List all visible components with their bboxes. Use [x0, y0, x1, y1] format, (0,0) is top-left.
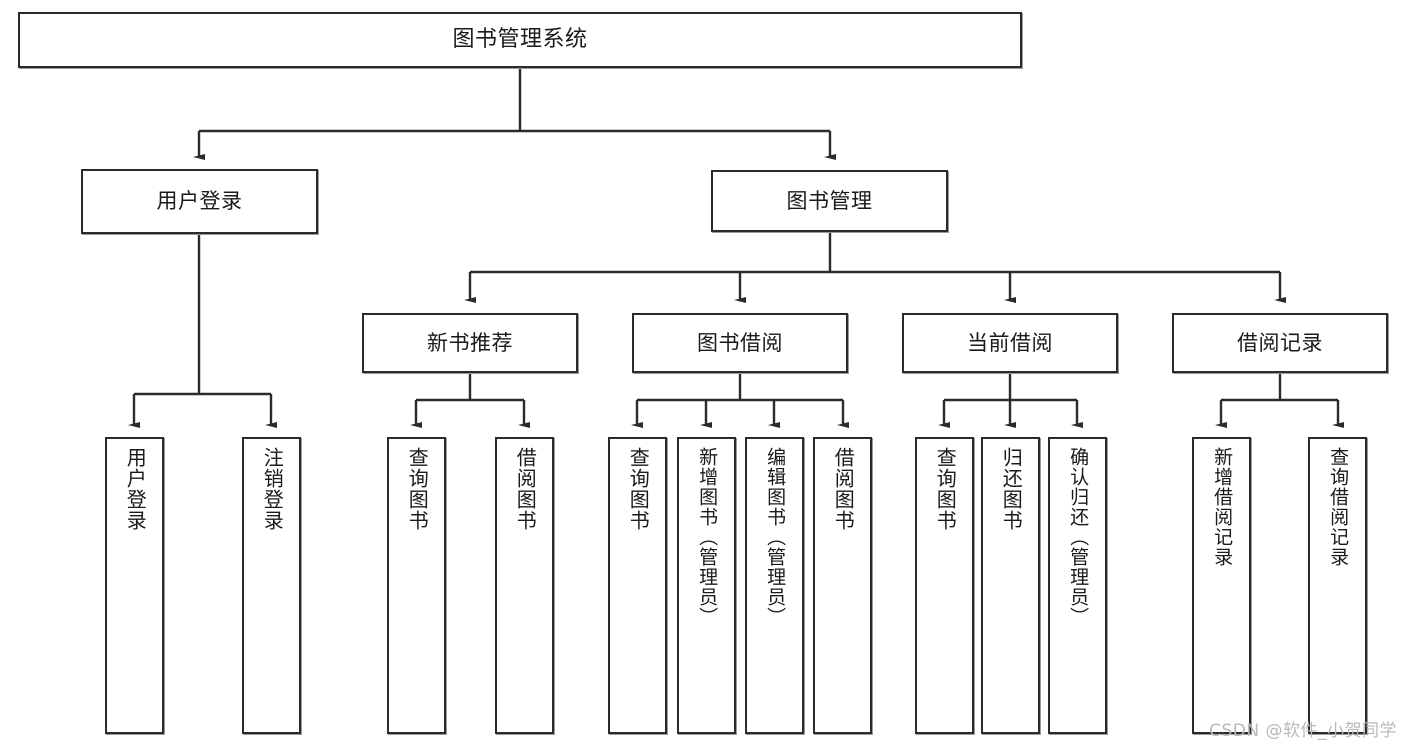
- node-label: 借阅图书: [831, 447, 856, 531]
- leaf-query-book-current[interactable]: 查询图书: [915, 437, 974, 734]
- node-label: 图书管理: [786, 188, 873, 213]
- node-label: 查询图书: [405, 447, 430, 531]
- leaf-borrow-book-borrowing[interactable]: 借阅图书: [813, 437, 872, 734]
- node-label: 借阅记录: [1237, 330, 1323, 355]
- node-label: 确认归还（管理员）: [1067, 447, 1090, 627]
- leaf-query-borrow-record[interactable]: 查询借阅记录: [1308, 437, 1367, 734]
- node-label: 用户登录: [123, 447, 148, 531]
- node-new-book-recommendation[interactable]: 新书推荐: [362, 313, 578, 373]
- node-label: 新书推荐: [427, 330, 513, 355]
- node-label: 查询借阅记录: [1327, 447, 1350, 567]
- node-label: 注销登录: [260, 447, 285, 531]
- node-book-management[interactable]: 图书管理: [711, 170, 948, 232]
- node-root-book-management-system[interactable]: 图书管理系统: [18, 12, 1022, 68]
- node-current-borrowing[interactable]: 当前借阅: [902, 313, 1118, 373]
- node-label: 查询图书: [626, 447, 651, 531]
- leaf-borrow-book-recommendation[interactable]: 借阅图书: [495, 437, 554, 734]
- leaf-query-book-recommendation[interactable]: 查询图书: [387, 437, 446, 734]
- node-label: 归还图书: [999, 447, 1024, 531]
- node-label: 查询图书: [933, 447, 958, 531]
- node-user-login[interactable]: 用户登录: [81, 169, 318, 234]
- leaf-user-login[interactable]: 用户登录: [105, 437, 164, 734]
- leaf-return-book[interactable]: 归还图书: [981, 437, 1040, 734]
- node-label: 图书管理系统: [452, 27, 588, 53]
- leaf-confirm-return-admin[interactable]: 确认归还（管理员）: [1048, 437, 1107, 734]
- node-book-borrowing[interactable]: 图书借阅: [632, 313, 848, 373]
- leaf-add-borrow-record[interactable]: 新增借阅记录: [1192, 437, 1251, 734]
- leaf-query-book-borrowing[interactable]: 查询图书: [608, 437, 667, 734]
- node-borrow-records[interactable]: 借阅记录: [1172, 313, 1388, 373]
- node-label: 图书借阅: [697, 330, 783, 355]
- node-label: 新增图书（管理员）: [696, 447, 719, 627]
- leaf-edit-book-admin[interactable]: 编辑图书（管理员）: [745, 437, 804, 734]
- node-label: 当前借阅: [967, 330, 1053, 355]
- leaf-add-book-admin[interactable]: 新增图书（管理员）: [677, 437, 736, 734]
- node-label: 用户登录: [156, 189, 243, 214]
- node-label: 借阅图书: [513, 447, 538, 531]
- node-label: 编辑图书（管理员）: [764, 447, 787, 627]
- watermark: CSDN @软件_小贺同学: [1209, 721, 1397, 741]
- node-label: 新增借阅记录: [1211, 447, 1234, 567]
- leaf-logout[interactable]: 注销登录: [242, 437, 301, 734]
